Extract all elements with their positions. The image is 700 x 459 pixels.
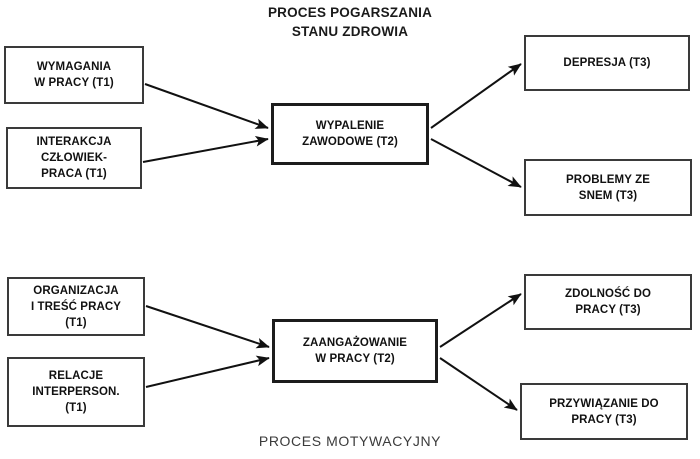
node-label-problemy_snem: PROBLEMY ZE SNEM (T3) xyxy=(566,173,650,202)
node-problemy_snem[interactable]: PROBLEMY ZE SNEM (T3) xyxy=(524,159,692,216)
node-relacje[interactable]: RELACJE INTERPERSON. (T1) xyxy=(7,357,145,427)
node-przywiazanie[interactable]: PRZYWIĄZANIE DO PRACY (T3) xyxy=(520,383,688,440)
node-label-relacje: RELACJE INTERPERSON. (T1) xyxy=(32,370,120,414)
diagram-caption: PROCES MOTYWACYJNY xyxy=(258,433,442,449)
node-label-zdolnosc: ZDOLNOŚĆ DO PRACY (T3) xyxy=(564,288,652,316)
arrow-interakcja-to-wypalenie xyxy=(142,135,269,163)
arrow-zaangazowanie-to-przywiazanie xyxy=(439,357,518,411)
node-zaangazowanie[interactable]: ZAANGAŻOWANIE W PRACY (T2) xyxy=(272,319,438,383)
node-label-wypalenie: WYPALENIE ZAWODOWE (T2) xyxy=(302,120,398,148)
arrow-wymagania-to-wypalenie xyxy=(144,83,269,129)
node-label-organizacja: ORGANIZACJA I TREŚĆ PRACY (T1) xyxy=(30,284,122,329)
diagram-title-line-1: PROCES POGARSZANIA xyxy=(267,5,433,20)
arrow-wypalenie-to-problemy_snem xyxy=(430,138,522,188)
node-wymagania[interactable]: WYMAGANIA W PRACY (T1) xyxy=(4,46,144,104)
arrow-zaangazowanie-to-zdolnosc xyxy=(439,293,522,348)
arrow-wypalenie-to-depresja xyxy=(430,63,522,129)
node-label-przywiazanie: PRZYWIĄZANIE DO PRACY (T3) xyxy=(549,397,659,426)
node-label-depresja: DEPRESJA (T3) xyxy=(563,57,651,69)
node-zdolnosc[interactable]: ZDOLNOŚĆ DO PRACY (T3) xyxy=(524,274,692,330)
node-label-wymagania: WYMAGANIA W PRACY (T1) xyxy=(34,61,114,89)
node-label-zaangazowanie: ZAANGAŻOWANIE W PRACY (T2) xyxy=(302,337,408,365)
node-wypalenie[interactable]: WYPALENIE ZAWODOWE (T2) xyxy=(271,103,429,165)
arrow-relacje-to-zaangazowanie xyxy=(145,355,270,388)
node-interakcja[interactable]: INTERAKCJA CZŁOWIEK- PRACA (T1) xyxy=(6,127,142,189)
arrow-organizacja-to-zaangazowanie xyxy=(145,305,270,349)
node-depresja[interactable]: DEPRESJA (T3) xyxy=(524,35,690,91)
diagram-title-line-2: STANU ZDROWIA xyxy=(291,24,409,39)
node-organizacja[interactable]: ORGANIZACJA I TREŚĆ PRACY (T1) xyxy=(7,277,145,336)
node-label-interakcja: INTERAKCJA CZŁOWIEK- PRACA (T1) xyxy=(36,136,112,180)
